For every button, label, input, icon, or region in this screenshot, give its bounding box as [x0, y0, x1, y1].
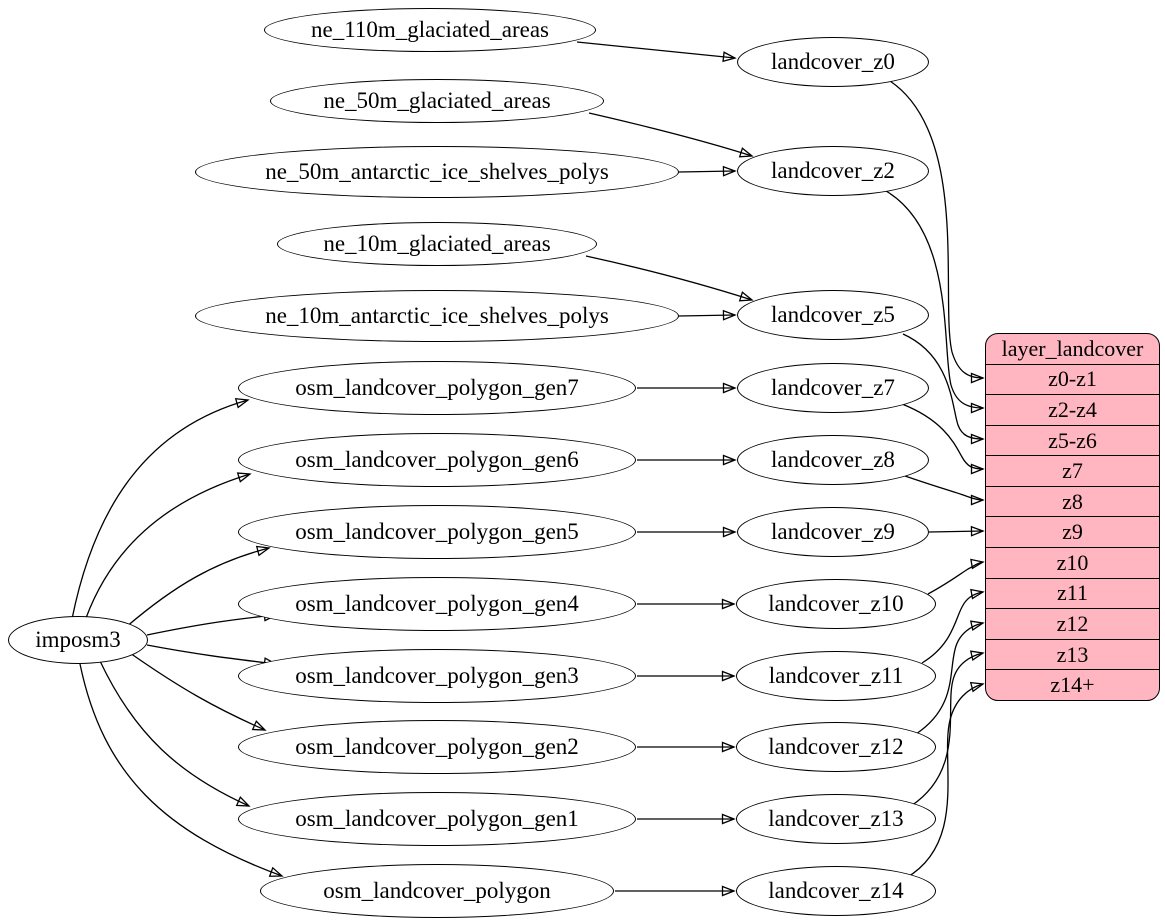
edge-z12-row — [915, 623, 983, 735]
node-osm-landcover-polygon-gen4: osm_landcover_polygon_gen4 — [238, 577, 636, 631]
node-landcover-z14: landcover_z14 — [736, 866, 936, 916]
node-landcover-z7: landcover_z7 — [737, 363, 929, 413]
node-ne-10m-antarctic-ice-shelves-polys: ne_10m_antarctic_ice_shelves_polys — [195, 290, 679, 342]
node-ne-50m-glaciated-areas: ne_50m_glaciated_areas — [270, 79, 604, 123]
edge-z2-row — [885, 190, 983, 408]
node-landcover-z5: landcover_z5 — [737, 290, 929, 340]
edge-z8-row — [904, 475, 983, 500]
node-osm-landcover-polygon-gen1: osm_landcover_polygon_gen1 — [238, 792, 636, 846]
node-landcover-z12: landcover_z12 — [736, 722, 936, 772]
layer-row-z10: z10 — [986, 547, 1159, 578]
node-osm-landcover-polygon-gen5: osm_landcover_polygon_gen5 — [238, 505, 636, 559]
edge-imposm3-gen3 — [146, 644, 276, 664]
layer-row-z0-z1: z0-z1 — [986, 363, 1159, 395]
edge-z7s-row — [902, 333, 983, 439]
node-osm-landcover-polygon-gen6: osm_landcover_polygon_gen6 — [238, 433, 636, 487]
node-landcover-z13: landcover_z13 — [736, 794, 936, 844]
layer-row-z13: z13 — [986, 638, 1159, 670]
edge-z7-row — [901, 403, 983, 469]
node-landcover-z2: landcover_z2 — [737, 146, 929, 196]
node-ne-10m-glaciated-areas: ne_10m_glaciated_areas — [277, 222, 597, 266]
layer-row-z12: z12 — [986, 608, 1159, 639]
edge-z14-row — [905, 684, 983, 879]
edge-z13-row — [910, 653, 983, 807]
edge-ne50m-glaciated-z2 — [588, 112, 752, 156]
layer-row-z5-z6: z5-z6 — [986, 424, 1159, 456]
layer-landcover-table: layer_landcover z0-z1 z2-z4 z5-z6 z7 z8 … — [985, 333, 1160, 701]
layer-row-z7: z7 — [986, 455, 1159, 486]
layer-row-z2-z4: z2-z4 — [986, 394, 1159, 425]
edge-imposm3-gen4 — [146, 615, 276, 636]
edge-imposm3-gen6 — [85, 474, 250, 619]
edge-z0-row — [889, 80, 983, 378]
node-osm-landcover-polygon-gen3: osm_landcover_polygon_gen3 — [238, 649, 636, 703]
node-landcover-z8: landcover_z8 — [737, 435, 929, 485]
edge-imposm3-gen5 — [124, 548, 269, 629]
layer-landcover-title: layer_landcover — [1001, 335, 1144, 361]
node-landcover-z0: landcover_z0 — [737, 37, 929, 87]
edge-imposm3-gen7 — [71, 400, 248, 620]
node-osm-landcover-polygon-gen2: osm_landcover_polygon_gen2 — [238, 720, 636, 774]
edge-z10-row — [927, 562, 983, 595]
node-imposm3: imposm3 — [8, 616, 148, 664]
node-osm-landcover-polygon-gen7: osm_landcover_polygon_gen7 — [238, 361, 636, 415]
edge-imposm3-gen1 — [99, 660, 249, 806]
node-ne-50m-antarctic-ice-shelves-polys: ne_50m_antarctic_ice_shelves_polys — [195, 146, 679, 198]
layer-row-z8: z8 — [986, 485, 1159, 517]
node-ne-110m-glaciated-areas: ne_110m_glaciated_areas — [264, 8, 596, 52]
node-landcover-z10: landcover_z10 — [736, 579, 936, 629]
edge-imposm3-gen2 — [129, 652, 265, 730]
edge-ne50m-antarctic-z2 — [678, 171, 735, 172]
layer-row-z14: z14+ — [986, 669, 1159, 700]
edge-ne10m-antarctic-z5 — [678, 315, 735, 316]
edge-z9-row — [928, 531, 983, 532]
edge-ne10m-glaciated-z5 — [585, 255, 752, 300]
node-landcover-z11: landcover_z11 — [736, 651, 936, 701]
edge-ne110m-z0 — [576, 41, 735, 58]
edge-imposm3-polygon — [79, 663, 282, 876]
edge-z11-row — [921, 592, 983, 664]
layer-row-z9: z9 — [986, 516, 1159, 547]
node-osm-landcover-polygon: osm_landcover_polygon — [260, 864, 614, 918]
layer-row-z11: z11 — [986, 577, 1159, 609]
node-landcover-z9: landcover_z9 — [737, 507, 929, 557]
